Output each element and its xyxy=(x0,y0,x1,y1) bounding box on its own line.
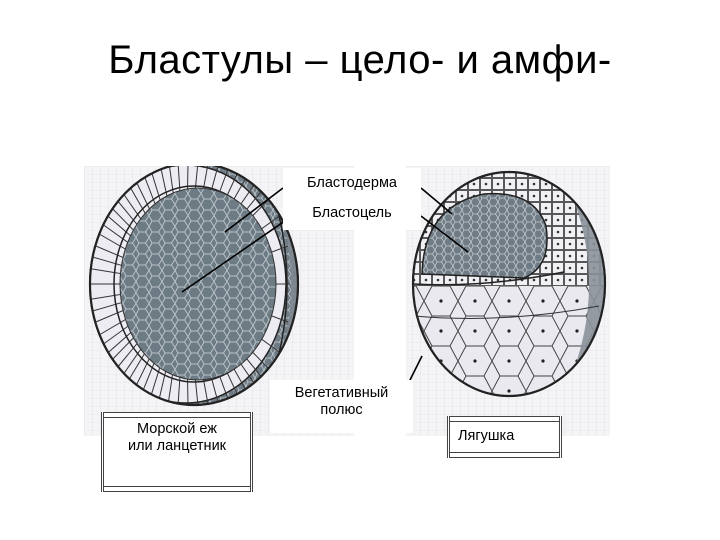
label-urchin-line2: или ланцетник xyxy=(104,438,250,455)
label-blastoderm: Бластодерма xyxy=(283,168,421,192)
label-frog-box: Лягушка xyxy=(447,416,562,458)
label-blastocoel: Бластоцель xyxy=(283,192,421,222)
label-vegetative-pole: Вегетативный полюс xyxy=(270,380,413,433)
frame-rule-top xyxy=(450,416,559,422)
label-sea-urchin: Морской еж или ланцетник xyxy=(101,412,253,492)
label-vegetative-line2: полюс xyxy=(270,402,413,419)
label-vegetative-line1: Вегетативный xyxy=(270,385,413,402)
frame-rule-bottom xyxy=(104,486,250,492)
label-urchin-line1: Морской еж xyxy=(104,421,250,438)
frame-rule-top xyxy=(104,412,250,418)
label-sea-urchin-text: Морской еж или ланцетник xyxy=(104,421,250,455)
label-blastoderm-blastocoel: Бластодерма Бластоцель xyxy=(283,168,421,230)
slide-title: Бластулы – цело- и амфи- xyxy=(0,38,720,83)
label-frog: Лягушка xyxy=(458,428,514,445)
frame-rule-bottom xyxy=(450,452,559,458)
